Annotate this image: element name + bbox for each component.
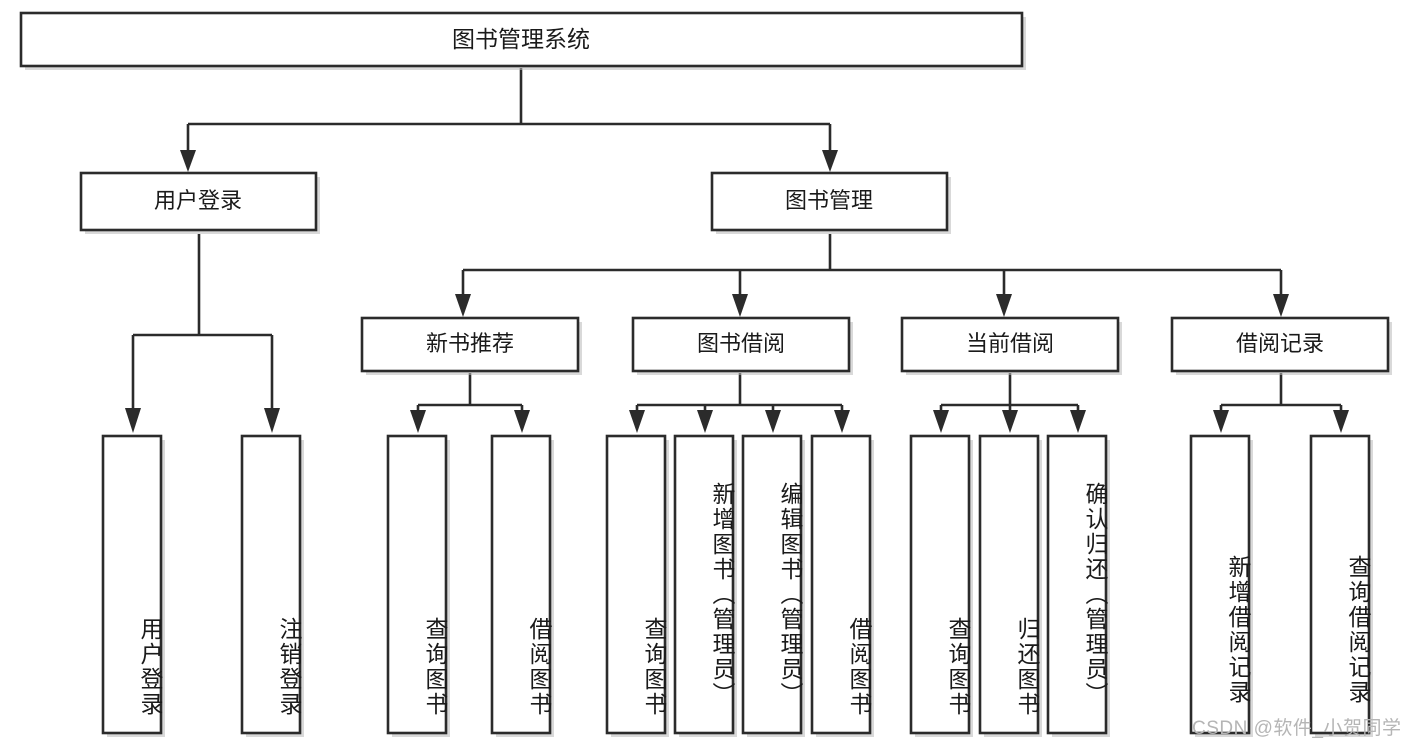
arrow-borrow-record-leaf2 bbox=[1333, 410, 1349, 433]
new-book-box[interactable] bbox=[360, 316, 580, 373]
node-root-system[interactable]: 图书管理系统 bbox=[19, 11, 1026, 70]
leaf-box[interactable] bbox=[605, 434, 667, 735]
arrow-to-book-manage bbox=[822, 150, 838, 172]
node-book-borrow[interactable]: 图书借阅 bbox=[631, 316, 853, 375]
arrow-to-book-borrow bbox=[732, 294, 748, 317]
book-borrow-box[interactable] bbox=[631, 316, 851, 373]
leaf-user-login-1[interactable] bbox=[101, 434, 165, 737]
user-login-box[interactable] bbox=[79, 171, 318, 232]
leaf-box[interactable] bbox=[1309, 434, 1371, 735]
leaf-book-borrow-3[interactable] bbox=[741, 434, 805, 737]
root-box[interactable] bbox=[19, 11, 1024, 68]
leaf-current-borrow-2[interactable] bbox=[978, 434, 1042, 737]
node-current-borrow[interactable]: 当前借阅 bbox=[900, 316, 1122, 375]
leaf-box[interactable] bbox=[1189, 434, 1251, 735]
connector-group bbox=[125, 68, 1349, 433]
node-book-manage[interactable]: 图书管理 bbox=[710, 171, 951, 234]
leaf-borrow-record-2[interactable] bbox=[1309, 434, 1373, 737]
root-label: 图书管理系统 bbox=[452, 26, 590, 52]
leaf-box[interactable] bbox=[1046, 434, 1108, 735]
leaf-box[interactable] bbox=[909, 434, 971, 735]
arrow-user-login-leaf2 bbox=[264, 408, 280, 433]
arrow-new-book-leaf2 bbox=[514, 410, 530, 433]
leaf-book-borrow-4[interactable] bbox=[810, 434, 874, 737]
arrow-user-login-leaf1 bbox=[125, 408, 141, 433]
leaf-book-borrow-2[interactable] bbox=[673, 434, 737, 737]
current-borrow-box[interactable] bbox=[900, 316, 1120, 373]
arrow-borrow-record-leaf1 bbox=[1213, 410, 1229, 433]
leaf-new-book-1[interactable] bbox=[386, 434, 450, 737]
arrow-to-current-borrow bbox=[996, 294, 1012, 317]
leaf-box[interactable] bbox=[673, 434, 735, 735]
arrow-to-new-book bbox=[455, 294, 471, 317]
arrow-current-borrow-leaf2 bbox=[1002, 410, 1018, 433]
book-borrow-label: 图书借阅 bbox=[697, 331, 785, 356]
arrow-book-borrow-leaf2 bbox=[697, 410, 713, 433]
arrow-book-borrow-leaf1 bbox=[629, 410, 645, 433]
leaf-box[interactable] bbox=[741, 434, 803, 735]
leaf-box[interactable] bbox=[101, 434, 163, 735]
borrow-record-box[interactable] bbox=[1170, 316, 1390, 373]
leaf-box[interactable] bbox=[490, 434, 552, 735]
leaf-current-borrow-3[interactable] bbox=[1046, 434, 1110, 737]
arrow-to-user-login bbox=[180, 150, 196, 172]
current-borrow-label: 当前借阅 bbox=[966, 331, 1054, 356]
arrow-book-borrow-leaf3 bbox=[765, 410, 781, 433]
borrow-record-label: 借阅记录 bbox=[1236, 331, 1324, 356]
csdn-watermark: CSDN @软件_小贺同学 bbox=[1192, 718, 1402, 739]
leaf-box[interactable] bbox=[386, 434, 448, 735]
book-manage-box[interactable] bbox=[710, 171, 949, 232]
arrow-current-borrow-leaf3 bbox=[1070, 410, 1086, 433]
user-login-label: 用户登录 bbox=[154, 188, 242, 213]
node-user-login[interactable]: 用户登录 bbox=[79, 171, 320, 234]
leaf-user-login-2[interactable] bbox=[240, 434, 304, 737]
arrow-current-borrow-leaf1 bbox=[933, 410, 949, 433]
book-manage-label: 图书管理 bbox=[785, 188, 873, 213]
leaf-box[interactable] bbox=[810, 434, 872, 735]
leaf-current-borrow-1[interactable] bbox=[909, 434, 973, 737]
leaf-new-book-2[interactable] bbox=[490, 434, 554, 737]
new-book-label: 新书推荐 bbox=[426, 331, 514, 356]
node-borrow-record[interactable]: 借阅记录 bbox=[1170, 316, 1392, 375]
leaf-borrow-record-1[interactable] bbox=[1189, 434, 1253, 737]
leaf-box[interactable] bbox=[240, 434, 302, 735]
leaf-box[interactable] bbox=[978, 434, 1040, 735]
leaf-book-borrow-1[interactable] bbox=[605, 434, 669, 737]
node-new-book-recommend[interactable]: 新书推荐 bbox=[360, 316, 582, 375]
arrow-to-borrow-record bbox=[1273, 294, 1289, 317]
arrow-book-borrow-leaf4 bbox=[834, 410, 850, 433]
arrow-new-book-leaf1 bbox=[410, 410, 426, 433]
